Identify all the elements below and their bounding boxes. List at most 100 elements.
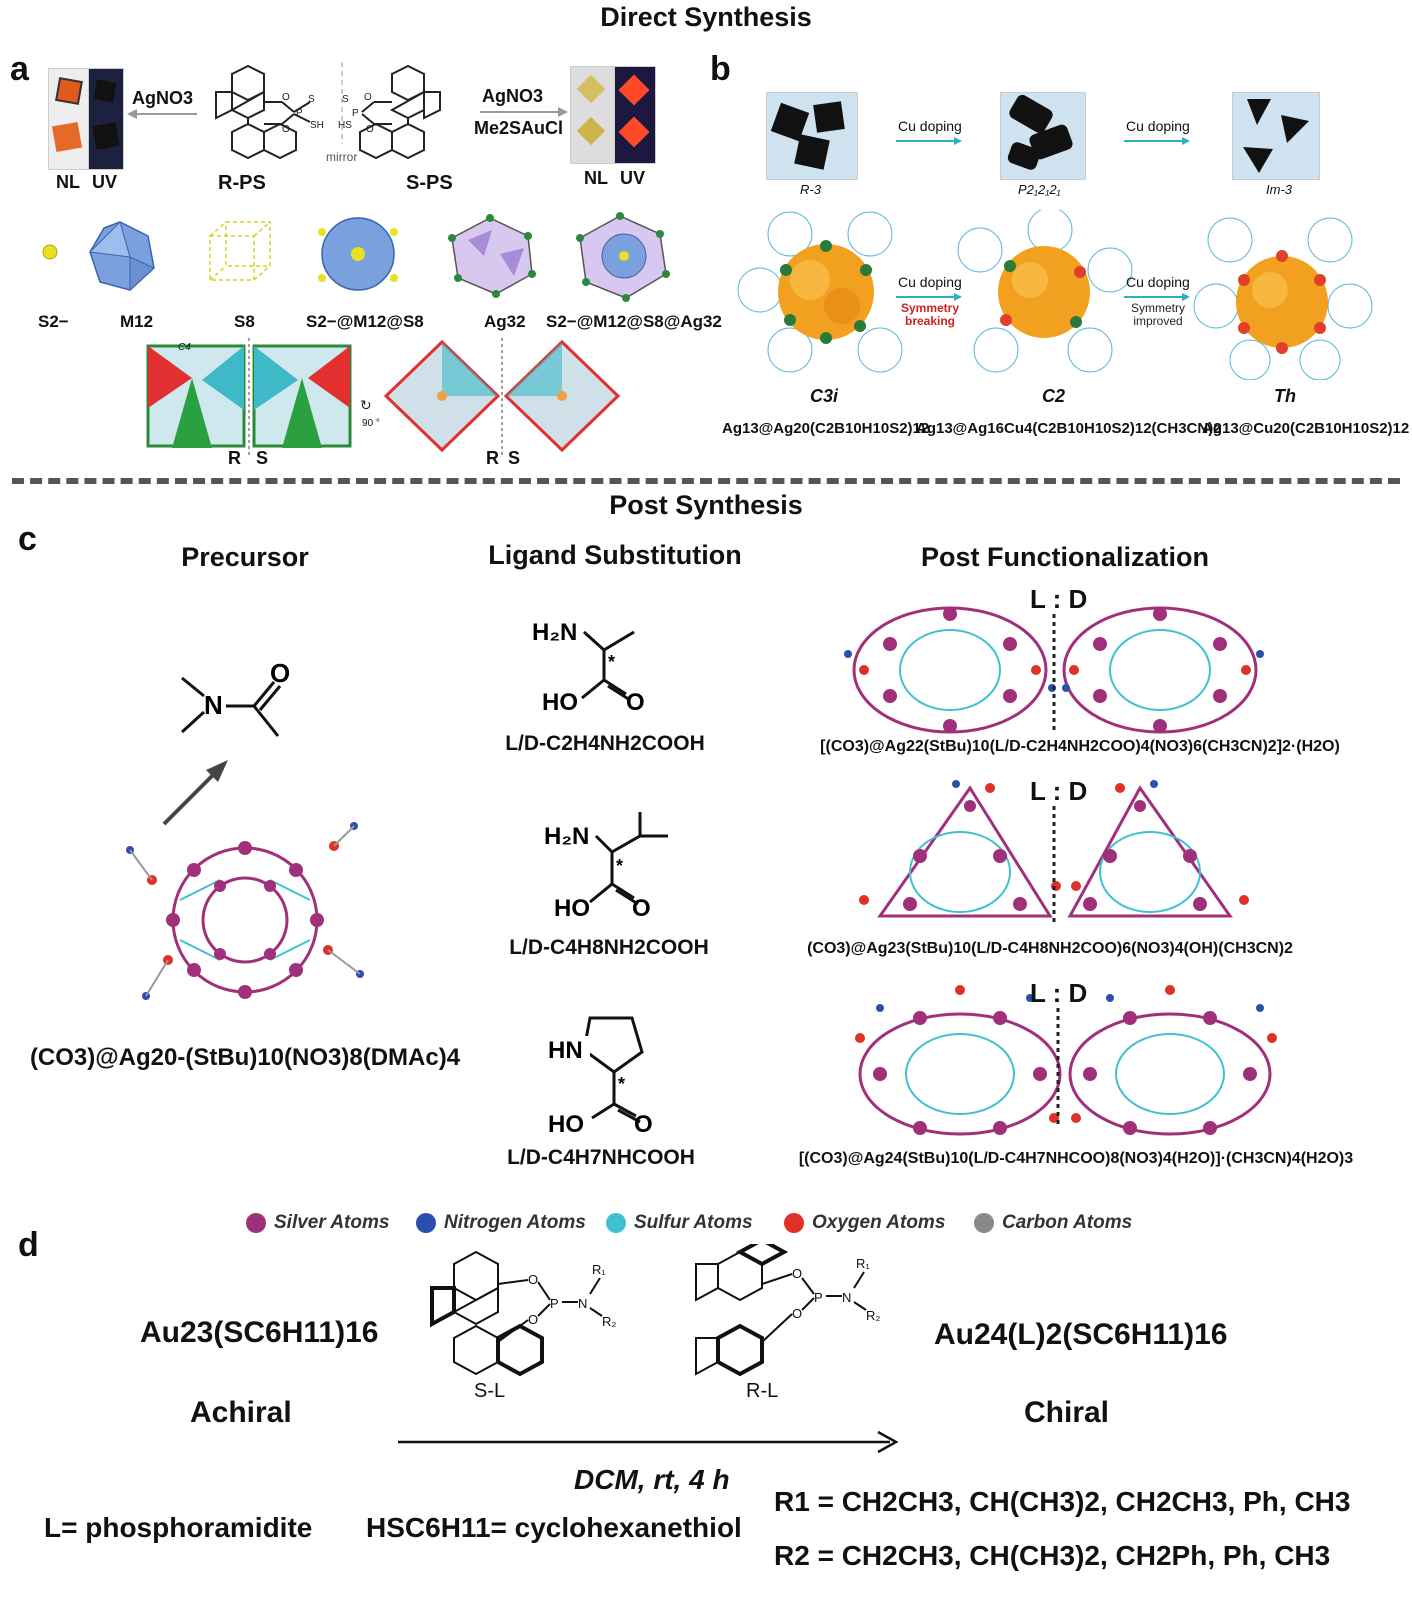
- svg-text:H₂N: H₂N: [532, 619, 577, 646]
- cu-doping-arrow-4: [1124, 293, 1190, 301]
- svg-text:*: *: [616, 856, 623, 876]
- svg-text:*: *: [608, 652, 615, 672]
- achiral-label: Achiral: [190, 1396, 292, 1429]
- svg-text:O: O: [792, 1266, 802, 1281]
- svg-text:*: *: [618, 1074, 625, 1094]
- product-formula: Au24(L)2(SC6H11)16: [934, 1318, 1228, 1351]
- rs-enantiomer-views: ↻: [146, 338, 621, 456]
- svg-text:HO: HO: [542, 689, 578, 716]
- m12-icosahedron: [88, 221, 155, 292]
- space-group-im3: Im-3: [1266, 182, 1292, 197]
- hs-definition: HSC6H11= cyclohexanethiol: [366, 1512, 742, 1543]
- cluster-2-l: [859, 780, 1061, 918]
- svg-text:O: O: [366, 124, 374, 135]
- panel-letter-a: a: [10, 50, 29, 88]
- cluster-c3i: [737, 211, 903, 373]
- cluster-1-l: [844, 606, 1056, 734]
- cluster-c2: [957, 210, 1133, 373]
- silver-atom-icon: [246, 1212, 266, 1233]
- cu-doping-arrow-2: [1124, 137, 1190, 145]
- struct-label-s2: S2−: [38, 312, 69, 331]
- r-l-label: R-L: [746, 1380, 779, 1402]
- rotation-label: 90 °: [362, 418, 380, 429]
- cu-doping-label-3: Cu doping: [898, 274, 962, 290]
- svg-text:O: O: [632, 895, 651, 922]
- ligand-proline: HN * HO O: [544, 1016, 653, 1134]
- svg-text:O: O: [528, 1272, 538, 1287]
- uv-photo-right: [614, 66, 656, 164]
- product-formula-3: [(CO3)@Ag24(StBu)10(L/D-C4H7NHCOO)8(NO3)…: [798, 1150, 1354, 1167]
- formula-b-3: Ag13@Cu20(C2B10H10S2)12: [1202, 420, 1410, 437]
- formula-b-1: Ag13@Ag20(C2B10H10S2)12: [722, 420, 930, 437]
- s-l-label: S-L: [474, 1380, 506, 1402]
- rs-left-r: R: [228, 448, 241, 468]
- col-title-precursor: Precursor: [181, 542, 309, 572]
- crystal-photo-r3: [766, 92, 858, 180]
- svg-text:P: P: [352, 108, 359, 119]
- cluster-1-d: [1062, 606, 1264, 734]
- svg-text:↻: ↻: [360, 397, 372, 413]
- reaction-conditions: DCM, rt, 4 h: [574, 1464, 730, 1495]
- s2-m12-s8: [318, 217, 398, 291]
- ligand-formula-1: L/D-C2H4NH2COOH: [505, 732, 705, 755]
- reaction-arrow: [398, 1430, 899, 1454]
- product-formula-2: (CO3)@Ag23(StBu)10(L/D-C4H8NH2COO)6(NO3)…: [807, 940, 1293, 957]
- panel-letter-b: b: [710, 50, 731, 88]
- nl-label-left: NL: [56, 172, 80, 192]
- point-group-th: Th: [1274, 386, 1296, 406]
- rs-left-s: S: [256, 448, 269, 468]
- post-cluster-row-3: [855, 985, 1277, 1136]
- cluster-structures-b: [737, 210, 1373, 380]
- sulfur-atom-icon: [606, 1212, 626, 1233]
- reagent-right-2: Me2SAuCl: [474, 118, 564, 138]
- legend-carbon: Carbon Atoms: [974, 1212, 1132, 1234]
- product-formula-1: [(CO3)@Ag22(StBu)10(L/D-C2H4NH2COO)4(NO3…: [820, 738, 1340, 755]
- section-separator: [12, 478, 1400, 484]
- cluster-3-d: [1068, 985, 1277, 1136]
- point-group-c3i: C3i: [810, 386, 839, 406]
- ligand-formula-2: L/D-C4H8NH2COOH: [509, 936, 709, 959]
- precursor-arrow: [162, 760, 228, 826]
- svg-text:P: P: [296, 108, 303, 119]
- svg-text:N: N: [204, 690, 223, 720]
- nl-label-right: NL: [584, 168, 608, 188]
- svg-text:O: O: [792, 1306, 802, 1321]
- col-title-ligand: Ligand Substitution: [488, 540, 742, 570]
- svg-text:O: O: [364, 92, 372, 103]
- svg-text:O: O: [634, 1111, 653, 1134]
- rps-label: R-PS: [218, 172, 266, 194]
- struct-label-s2m12s8: S2−@M12@S8: [306, 312, 424, 331]
- svg-text:S: S: [342, 94, 349, 105]
- post-cluster-row-2: [859, 780, 1249, 926]
- s8-cube: [209, 221, 271, 281]
- dmac-structure: N O: [180, 658, 290, 737]
- symmetry-breaking-label: Symmetry breaking: [900, 301, 960, 328]
- chiral-label: Chiral: [1024, 1396, 1110, 1429]
- uv-label-left: UV: [92, 172, 118, 192]
- c4-label: C4: [178, 342, 191, 353]
- svg-text:P: P: [814, 1290, 823, 1305]
- r1-definition: R1 = CH2CH3, CH(CH3)2, CH2CH3, Ph, CH3: [774, 1486, 1351, 1517]
- cu-doping-label-2: Cu doping: [1126, 118, 1190, 134]
- cu-doping-arrow-1: [896, 137, 962, 145]
- reactant-formula: Au23(SC6H11)16: [140, 1316, 379, 1349]
- uv-photo-left: [88, 68, 124, 170]
- section-title-direct: Direct Synthesis: [600, 2, 812, 32]
- oxygen-atom-icon: [784, 1212, 804, 1233]
- svg-text:N: N: [578, 1296, 587, 1311]
- nl-photo-left: [48, 68, 90, 170]
- svg-text:O: O: [270, 658, 290, 688]
- precursor-formula: (CO3)@Ag20-(StBu)10(NO3)8(DMAc)4: [29, 1044, 461, 1071]
- nl-photo-right: [570, 66, 616, 164]
- svg-text:R₂: R₂: [602, 1314, 616, 1329]
- post-cluster-row-1: [844, 606, 1264, 734]
- cluster-structures-row: [42, 212, 670, 302]
- panel-letter-d: d: [18, 1226, 39, 1264]
- rs-right-r: R: [486, 448, 499, 468]
- space-group-p212121: P2₁2₁2₁: [1018, 182, 1061, 197]
- svg-text:R₂: R₂: [866, 1308, 880, 1323]
- crystal-photo-im3: [1232, 92, 1320, 180]
